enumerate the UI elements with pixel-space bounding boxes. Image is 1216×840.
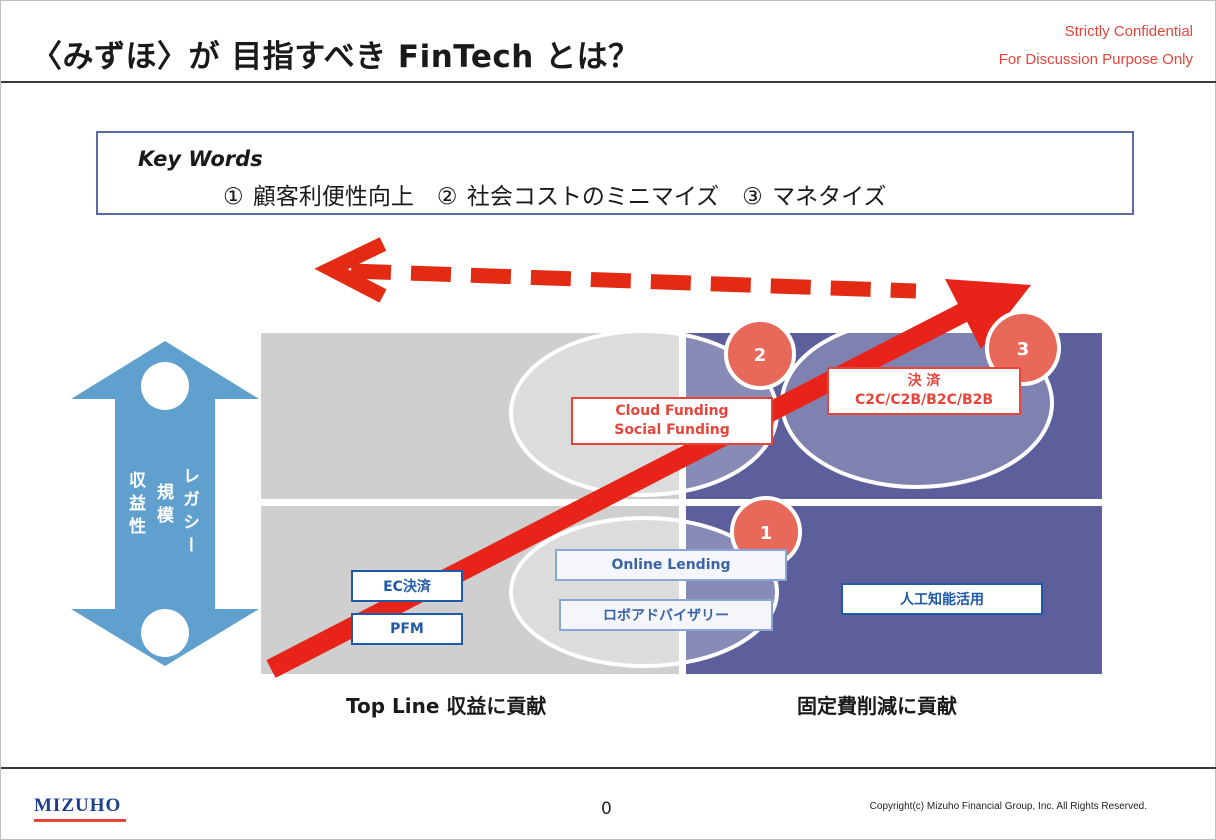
badge-2: [724, 318, 796, 390]
growth-arrow-line: [266, 297, 981, 678]
vertical-double-arrow: [71, 341, 259, 666]
badge-3-label: 3: [1017, 339, 1030, 360]
tag-online-lending: Online Lending: [555, 549, 787, 581]
dashed-arrow-line: [350, 263, 917, 299]
badge-3: [985, 310, 1061, 386]
badge-2-label: 2: [754, 345, 767, 366]
keywords-items: ① 顧客利便性向上 ② 社会コストのミニマイズ ③ マネタイズ: [223, 184, 887, 210]
dashed-arrow-head: [314, 237, 387, 303]
footer-divider: [1, 767, 1216, 769]
confidential-label: Strictly Confidential: [1064, 23, 1193, 40]
growth-arrow-head: [945, 279, 1031, 349]
page-number: 0: [601, 799, 612, 819]
keywords-box: Key Words ① 顧客利便性向上 ② 社会コストのミニマイズ ③ マネタイ…: [96, 131, 1134, 215]
label-fixed-cost: 固定費削減に貢献: [797, 694, 957, 718]
label-top-line: Top Line 収益に貢献: [346, 694, 547, 718]
discussion-label: For Discussion Purpose Only: [998, 51, 1193, 68]
tag-robo-advisor: ロボアドバイザリー: [559, 599, 773, 631]
tag-cloud-funding-line2: Social Funding: [614, 422, 730, 438]
tag-payments: 決 済 C2C/C2B/B2C/B2B: [827, 367, 1021, 415]
keywords-label: Key Words: [138, 147, 263, 171]
mizuho-logo: MIZUHO: [34, 795, 122, 816]
axis-profitability: 収益性: [125, 471, 145, 540]
axis-scale: 規模: [153, 483, 173, 529]
tag-payments-line1: 決 済: [907, 373, 941, 389]
tag-ai: 人工知能活用: [841, 583, 1043, 615]
header-divider: [1, 81, 1216, 83]
copyright-text: Copyright(c) Mizuho Financial Group, Inc…: [869, 801, 1147, 812]
arrow-top-circle: [141, 362, 189, 410]
tag-ec-payment: EC決済: [351, 570, 463, 602]
page-title: 〈みずほ〉が 目指すべき FinTech とは？: [31, 39, 640, 75]
tag-cloud-funding-line1: Cloud Funding: [615, 403, 729, 419]
badge-1-label: 1: [760, 523, 773, 544]
tag-pfm: PFM: [351, 613, 463, 645]
arrow-bottom-circle: [141, 609, 189, 657]
axis-legacy: レガシー: [179, 467, 199, 559]
tag-payments-line2: C2C/C2B/B2C/B2B: [854, 392, 994, 408]
logo-underline: [34, 819, 126, 822]
tag-cloud-funding: Cloud Funding Social Funding: [571, 397, 773, 445]
